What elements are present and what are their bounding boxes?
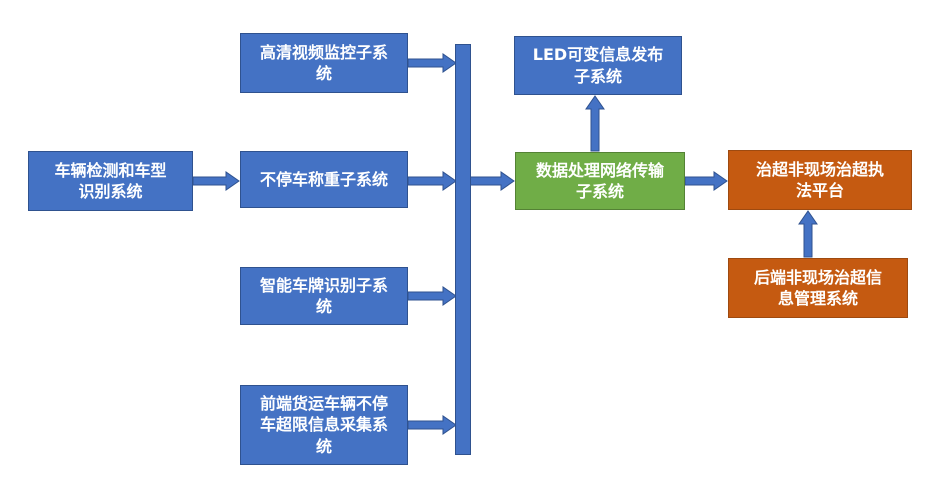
node-weigh-in-motion-label: 不停车称重子系统 xyxy=(259,169,388,189)
node-plate-recognition: 智能车牌识别子系统 xyxy=(240,267,408,325)
collector-bar xyxy=(455,44,471,455)
node-backend-management: 后端非现场治超信息管理系统 xyxy=(728,258,908,318)
arrow-backend-to-platform xyxy=(798,210,818,258)
arrow-weigh-to-bar xyxy=(407,171,457,191)
node-vehicle-detection: 车辆检测和车型识别系统 xyxy=(28,151,193,211)
node-data-processing: 数据处理网络传输子系统 xyxy=(515,152,685,210)
node-hd-video: 高清视频监控子系统 xyxy=(240,33,408,93)
arrow-hdvideo-to-bar xyxy=(407,53,457,73)
arrow-left-to-weigh xyxy=(192,171,240,191)
node-plate-recognition-label: 智能车牌识别子系统 xyxy=(259,275,388,316)
node-vehicle-detection-label: 车辆检测和车型识别系统 xyxy=(54,160,167,201)
node-led-info-release-label: LED可变信息发布子系统 xyxy=(532,45,664,86)
node-enforcement-platform-label: 治超非现场治超执法平台 xyxy=(755,159,884,200)
arrow-dataproc-to-platform xyxy=(684,171,728,191)
arrow-bar-to-dataproc xyxy=(469,171,515,191)
node-enforcement-platform: 治超非现场治超执法平台 xyxy=(728,150,912,210)
arrow-frontend-to-bar xyxy=(407,415,457,435)
node-hd-video-label: 高清视频监控子系统 xyxy=(259,42,388,83)
node-frontend-collection-label: 前端货运车辆不停车超限信息采集系统 xyxy=(259,394,388,456)
node-frontend-collection: 前端货运车辆不停车超限信息采集系统 xyxy=(240,385,408,465)
node-weigh-in-motion: 不停车称重子系统 xyxy=(240,151,408,208)
arrow-plate-to-bar xyxy=(407,286,457,306)
node-led-info-release: LED可变信息发布子系统 xyxy=(514,36,682,95)
arrow-dataproc-to-led xyxy=(585,95,605,152)
node-backend-management-label: 后端非现场治超信息管理系统 xyxy=(753,267,882,308)
node-data-processing-label: 数据处理网络传输子系统 xyxy=(535,160,664,201)
